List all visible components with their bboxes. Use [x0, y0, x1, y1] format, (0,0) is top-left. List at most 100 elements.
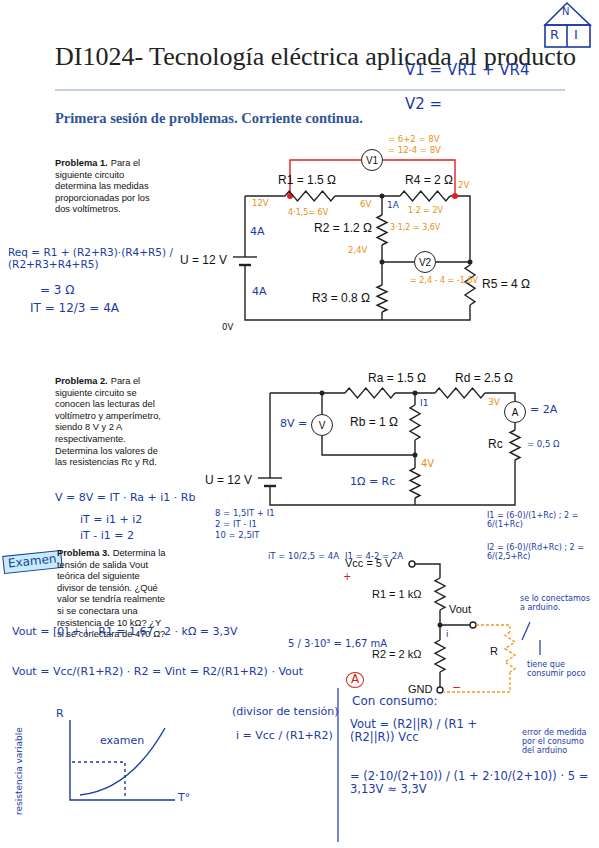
handwritten-note: = 0,5 Ω	[527, 440, 560, 450]
circuit-1-wires	[233, 196, 470, 320]
probe-dot	[452, 193, 458, 199]
subtitle: Primera sesión de problemas. Corriente c…	[55, 110, 363, 127]
resistor-symbol	[410, 468, 420, 498]
handwritten-note: Con consumo:	[352, 695, 438, 709]
meter-circle: A	[504, 401, 526, 423]
handwritten-note: 5 / 3·10³ = 1,67 mA	[288, 638, 387, 650]
handwritten-note: I1 = (6-0)/(1+Rc) ; 2 = 6/(1+Rc)	[487, 511, 595, 529]
component-label: R4 = 2 Ω	[405, 174, 453, 188]
handwritten-note: examen	[100, 735, 144, 748]
handwritten-note: Vout = [0] + i · R1 = 1,67 · 2 · kΩ = 3,…	[12, 626, 238, 639]
handwritten-note: 12V	[252, 199, 269, 209]
component-label: R5 = 4 Ω	[482, 278, 530, 292]
handwritten-note: 4A	[252, 286, 267, 299]
handwritten-note: A	[346, 672, 364, 688]
resistor-symbols	[285, 191, 520, 672]
handwritten-note: 10 = 2,5IT	[215, 531, 260, 541]
handwritten-note: Req = R1 + (R2+R3)·(R4+R5) / (R2+R3+R4+R…	[8, 246, 178, 270]
component-label: Vcc = 5 V	[345, 557, 392, 570]
handwritten-note: resistencia variable	[14, 727, 24, 815]
handwritten-note: (divisor de tensión)	[232, 706, 338, 719]
node-dot	[413, 391, 418, 396]
handwritten-note: 4V	[421, 458, 434, 470]
handwritten-note: R	[56, 708, 64, 721]
circuit-2-wires	[258, 393, 515, 505]
handwritten-note: 0V	[222, 323, 233, 333]
handwritten-note: I2 = (6-0)/(Rd+Rc) ; 2 = 6/(2,5+Rc)	[487, 543, 595, 561]
meter-circle: V2	[414, 251, 436, 273]
handwritten-note: I	[574, 28, 578, 43]
component-label: U = 12 V	[180, 254, 227, 268]
component-label: GND	[408, 683, 432, 696]
resistor-symbol	[435, 578, 445, 610]
handwritten-note: iT = i1 + i2	[80, 514, 142, 527]
resistor-symbol	[377, 215, 387, 245]
title-rule	[55, 90, 565, 91]
node-dot	[380, 194, 385, 199]
handwritten-note: Vout = (R2||R) / (R1 + (R2||R)) Vcc	[350, 718, 515, 744]
handwritten-note: V = 8V = IT · Ra + i1 · Rb	[55, 492, 195, 505]
handwritten-note: 8 = 1,5IT + I1	[215, 509, 275, 519]
node-dot	[438, 623, 443, 628]
handwritten-note: iT = 10/2,5 = 4A	[268, 552, 339, 562]
handwritten-note: 1Ω = Rc	[350, 476, 395, 489]
handwritten-note: −	[452, 682, 461, 695]
node-dot	[320, 391, 325, 396]
handwritten-note: N	[562, 6, 569, 18]
handwritten-note: 4·1,5= 6V	[288, 208, 328, 217]
component-label: Vout	[449, 603, 471, 616]
meter-label: V	[319, 420, 326, 431]
circuit-3-wires	[409, 561, 476, 693]
handwritten-note: 6V	[360, 200, 371, 210]
component-label: R1 = 1.5 Ω	[278, 174, 336, 188]
handwritten-note: T°	[178, 792, 190, 805]
component-label: Rc	[488, 438, 503, 452]
handwritten-note: 8V =	[280, 418, 307, 431]
handwritten-note: Vout = Vcc/(R1+R2) · R2 = Vint = R2/(R1+…	[12, 666, 303, 679]
handwritten-note: i	[446, 629, 449, 639]
handwritten-note: Examen	[2, 550, 62, 574]
handwritten-note: i = Vcc / (R1+R2)	[236, 730, 333, 743]
component-label: R1 = 1 kΩ	[372, 588, 422, 601]
resistor-symbol	[435, 388, 485, 398]
handwritten-note: 4A	[250, 226, 265, 239]
meter-label: A	[512, 407, 519, 418]
node-dot	[413, 453, 418, 458]
handwritten-note: = 2,4 - 4 = -1,6V	[410, 276, 478, 285]
meter-label: V2	[419, 257, 431, 268]
handwritten-note: = 3 Ω	[40, 284, 75, 298]
component-label: R2 = 1.2 Ω	[314, 222, 372, 236]
meter-label: V1	[366, 155, 378, 166]
handwritten-note: IT = 12/3 = 4A	[30, 302, 119, 316]
resistor-symbol	[510, 430, 520, 460]
handwritten-note: error de medida por el consumo del ardui…	[522, 728, 594, 756]
component-label: R2 = 2 kΩ	[372, 648, 422, 661]
component-label: U = 12 V	[205, 474, 252, 488]
handwritten-note: = 6+2 = 8V	[388, 135, 440, 145]
handwritten-note: iT - i1 = 2	[80, 530, 134, 543]
handwritten-note: 3V	[488, 397, 500, 407]
resistor-symbol	[505, 632, 515, 672]
handwritten-note: = (2·10/(2+10)) / (1 + 2·10/(2+10)) · 5 …	[350, 770, 590, 796]
problem-statement: Problema 2.Para el siguiente circuito se…	[55, 376, 167, 469]
resistor-symbol	[400, 191, 450, 201]
handwritten-note: 2 = IT - I1	[215, 520, 257, 530]
handwritten-note: +	[343, 571, 351, 583]
handwritten-note: V2 =	[405, 96, 442, 113]
handwritten-note: 1A	[387, 200, 399, 210]
resistor-symbol	[410, 405, 420, 440]
problem-statement: Problema 1.Para el siguiente circuito de…	[55, 158, 163, 216]
meter-circle: V	[311, 414, 333, 436]
component-label: Ra = 1.5 Ω	[368, 372, 426, 386]
node-dot	[380, 260, 385, 265]
resistor-symbol	[345, 388, 395, 398]
meter-circle: V1	[361, 149, 383, 171]
handwritten-note: V1 = VR1 + VR4	[405, 62, 529, 79]
component-label: Rd = 2.5 Ω	[455, 372, 513, 386]
node-dot	[468, 260, 473, 265]
handwritten-note: I1	[420, 398, 428, 408]
handwritten-note: R	[550, 28, 559, 43]
handwritten-note: 2V	[458, 181, 469, 191]
logo	[545, 3, 590, 47]
